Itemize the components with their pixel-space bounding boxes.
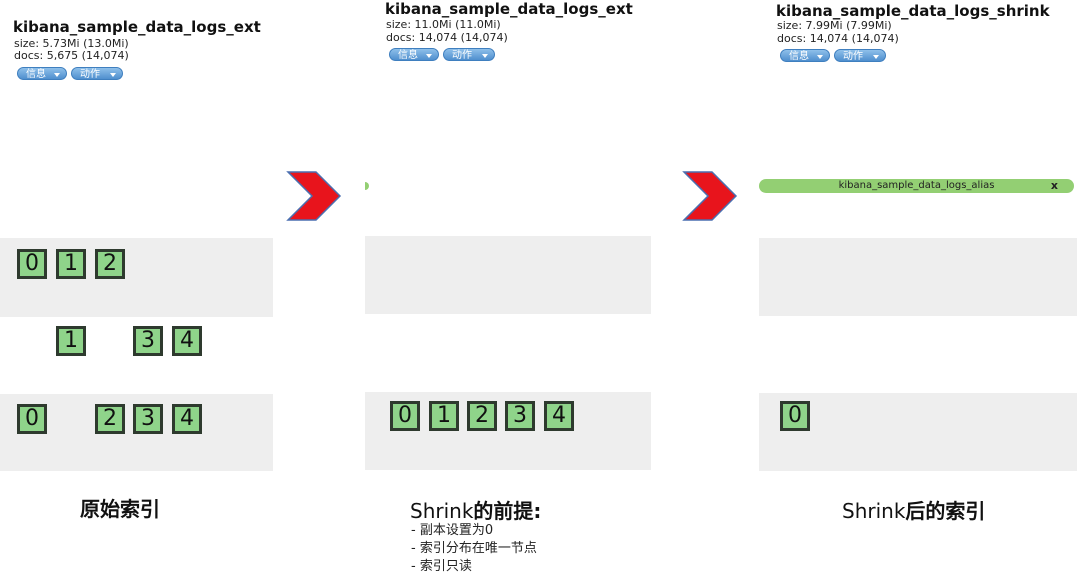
arrow-right-icon (682, 171, 738, 221)
shard: 3 (133, 404, 163, 434)
caption-suffix: 后的索引 (905, 499, 986, 523)
info-button[interactable]: 信息 (780, 49, 830, 62)
shard: 1 (429, 401, 459, 431)
shard: 2 (95, 404, 125, 434)
panel-caption: Shrink的前提: (410, 495, 541, 524)
shard: 4 (544, 401, 574, 431)
alias-badge[interactable]: kibana_sample_data_logs_alias x (759, 179, 1074, 193)
index-size: size: 5.73Mi (13.0Mi) (14, 37, 129, 50)
shard: 1 (56, 249, 86, 279)
shard: 1 (56, 326, 86, 356)
arrow-right-icon (286, 171, 342, 221)
caption-prefix: Shrink (410, 499, 474, 523)
action-button[interactable]: 动作 (71, 67, 123, 80)
alias-edge (365, 182, 369, 190)
shard: 0 (390, 401, 420, 431)
shard: 3 (505, 401, 535, 431)
shard: 4 (172, 326, 202, 356)
index-docs: docs: 14,074 (14,074) (386, 31, 508, 44)
alias-label: kibana_sample_data_logs_alias (838, 180, 995, 191)
action-button-label: 动作 (843, 51, 863, 62)
index-docs: docs: 5,675 (14,074) (14, 49, 129, 62)
chevron-down-icon (873, 55, 879, 59)
index-name[interactable]: kibana_sample_data_logs_ext (385, 0, 633, 18)
prerequisite-note: - 索引只读 (411, 559, 472, 574)
index-size: size: 11.0Mi (11.0Mi) (386, 18, 501, 31)
node-band-3 (759, 393, 1077, 471)
index-size: size: 7.99Mi (7.99Mi) (777, 19, 892, 32)
node-band-1 (365, 236, 651, 314)
node-band-1 (759, 238, 1077, 316)
panel-shrunk-index: kibana_sample_data_logs_shrink size: 7.9… (759, 0, 1077, 577)
shard: 0 (780, 401, 810, 431)
info-button-label: 信息 (398, 50, 418, 61)
shard: 4 (172, 404, 202, 434)
shard: 2 (467, 401, 497, 431)
shard: 0 (17, 249, 47, 279)
chevron-down-icon (110, 73, 116, 77)
index-name[interactable]: kibana_sample_data_logs_ext (13, 18, 261, 36)
chevron-down-icon (817, 55, 823, 59)
action-button[interactable]: 动作 (834, 49, 886, 62)
caption-prefix: Shrink (842, 499, 906, 523)
info-button[interactable]: 信息 (389, 48, 439, 61)
prerequisite-note: - 索引分布在唯一节点 (411, 541, 537, 556)
info-button[interactable]: 信息 (17, 67, 67, 80)
action-button-label: 动作 (80, 69, 100, 80)
shard: 0 (17, 404, 47, 434)
panel-caption: Shrink后的索引 (842, 495, 985, 524)
index-docs: docs: 14,074 (14,074) (777, 32, 899, 45)
panel-original-index: kibana_sample_data_logs_ext size: 5.73Mi… (0, 0, 275, 577)
close-icon[interactable]: x (1050, 179, 1058, 192)
prerequisite-note: - 副本设置为0 (411, 523, 494, 538)
chevron-down-icon (482, 54, 488, 58)
index-name[interactable]: kibana_sample_data_logs_shrink (776, 2, 1050, 20)
panel-shrink-prerequisites: kibana_sample_data_logs_ext size: 11.0Mi… (365, 0, 652, 577)
action-button-label: 动作 (452, 50, 472, 61)
chevron-down-icon (54, 73, 60, 77)
shard: 3 (133, 326, 163, 356)
shard: 2 (95, 249, 125, 279)
panel-caption: 原始索引 (80, 497, 160, 521)
info-button-label: 信息 (26, 69, 46, 80)
chevron-down-icon (426, 54, 432, 58)
info-button-label: 信息 (789, 51, 809, 62)
caption-suffix: 的前提: (473, 499, 542, 523)
action-button[interactable]: 动作 (443, 48, 495, 61)
